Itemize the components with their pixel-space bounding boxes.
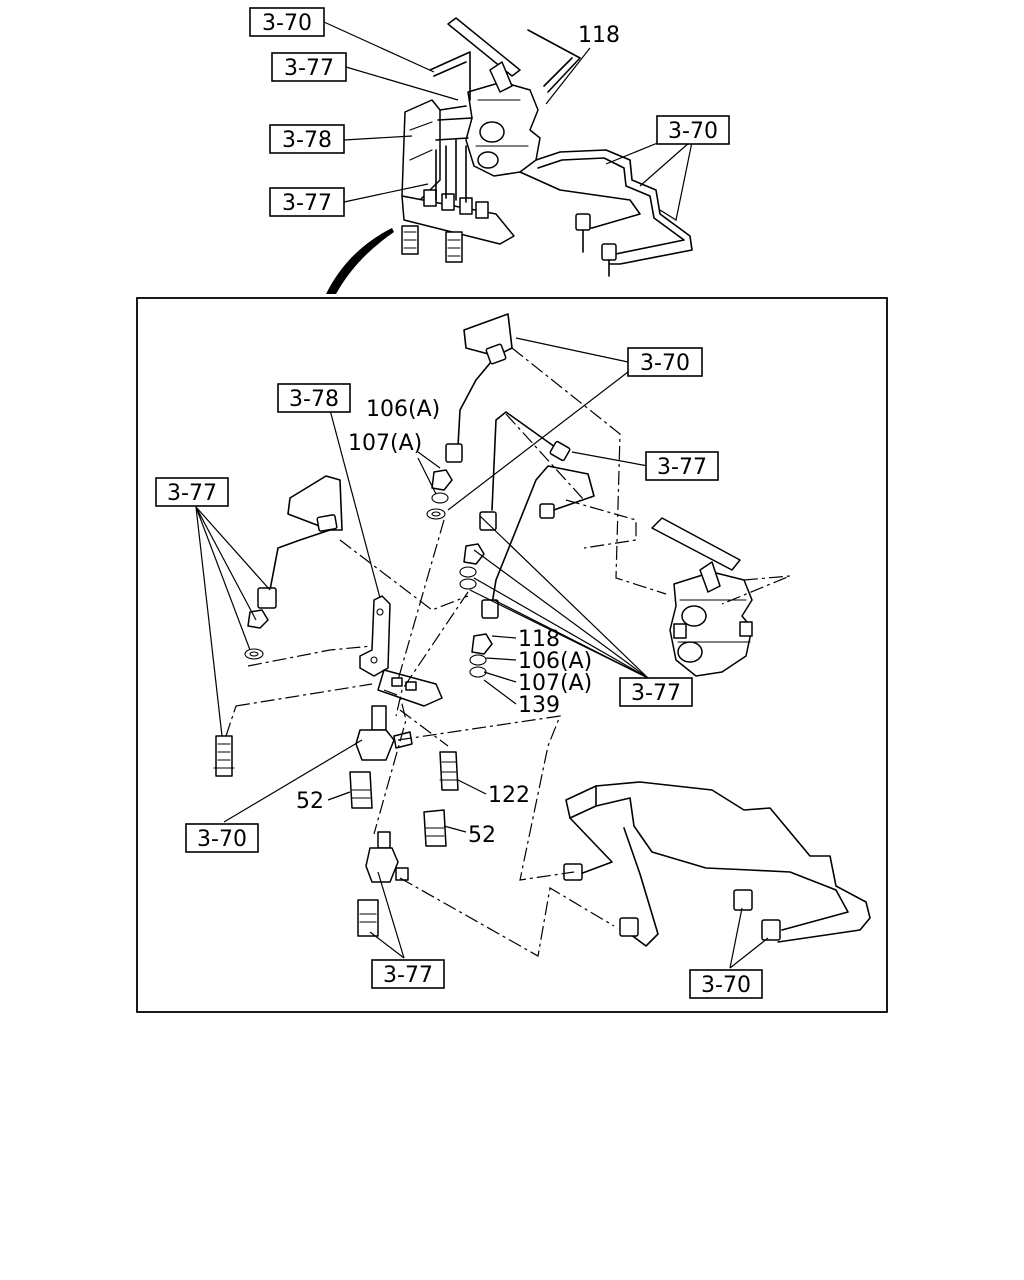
label-139: 139 <box>518 693 560 718</box>
callout-3-77-top-b: 3-77 <box>269 187 345 217</box>
callout-3-70-top-a: 3-70 <box>249 7 325 37</box>
callout-3-70-detail-bottom: 3-70 <box>689 969 763 999</box>
label-106a-top: 106(A) <box>366 397 440 422</box>
label-107a-top: 107(A) <box>348 431 422 456</box>
label-118-top: 118 <box>578 23 620 48</box>
svg-text:3-78: 3-78 <box>282 128 332 153</box>
callout-3-77-detail-bottom: 3-77 <box>371 959 445 989</box>
label-122: 122 <box>488 783 530 808</box>
detail-frame <box>136 297 888 1013</box>
svg-text:3-77: 3-77 <box>167 481 217 506</box>
callout-3-77-detail-left: 3-77 <box>155 477 229 507</box>
label-106a: 106(A) <box>518 649 592 674</box>
callout-3-77-detail-right-mid: 3-77 <box>619 677 693 707</box>
svg-text:3-70: 3-70 <box>262 11 312 36</box>
svg-text:3-70: 3-70 <box>668 119 718 144</box>
svg-text:3-78: 3-78 <box>289 387 339 412</box>
svg-text:3-77: 3-77 <box>282 191 332 216</box>
callout-3-70-detail-top: 3-70 <box>627 347 703 377</box>
detail-view <box>213 313 871 957</box>
callout-3-78-top: 3-78 <box>269 124 345 154</box>
svg-text:3-70: 3-70 <box>197 827 247 852</box>
label-52-right: 52 <box>468 823 496 848</box>
detail-arrow <box>326 228 394 294</box>
label-52-left: 52 <box>296 789 324 814</box>
callout-3-77-top-a: 3-77 <box>271 52 347 82</box>
svg-text:3-70: 3-70 <box>701 973 751 998</box>
callout-3-70-top-b: 3-70 <box>656 115 730 145</box>
svg-text:3-77: 3-77 <box>631 681 681 706</box>
callout-3-70-detail-left: 3-70 <box>185 823 259 853</box>
overview-assembly <box>401 17 693 277</box>
svg-text:3-77: 3-77 <box>383 963 433 988</box>
label-118: 118 <box>518 627 560 652</box>
svg-text:3-77: 3-77 <box>657 455 707 480</box>
svg-text:3-77: 3-77 <box>284 56 334 81</box>
label-107a: 107(A) <box>518 671 592 696</box>
callout-3-77-detail-right-top: 3-77 <box>645 451 719 481</box>
leader-lines <box>195 21 769 969</box>
callout-3-78-detail: 3-78 <box>277 383 351 413</box>
svg-text:3-70: 3-70 <box>640 351 690 376</box>
